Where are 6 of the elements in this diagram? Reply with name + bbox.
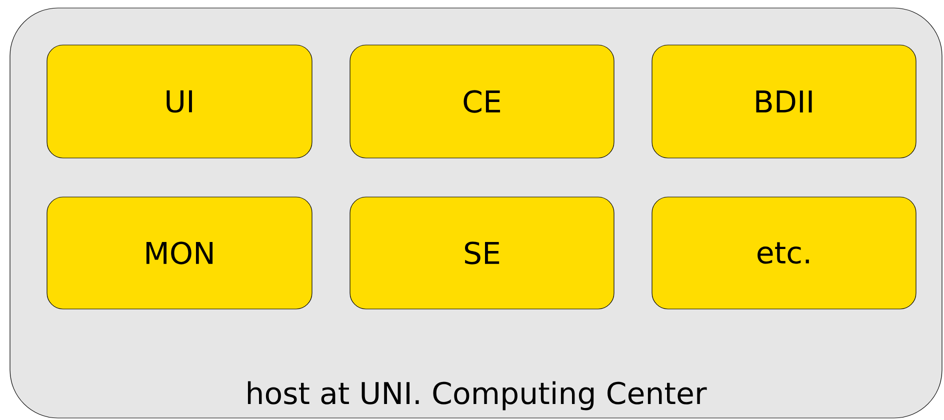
service-box: etc. (652, 196, 916, 310)
service-box: BDII (652, 44, 916, 158)
service-box: UI (46, 44, 312, 158)
service-box: CE (350, 44, 614, 158)
service-box: MON (46, 196, 312, 310)
service-box: SE (350, 196, 614, 310)
